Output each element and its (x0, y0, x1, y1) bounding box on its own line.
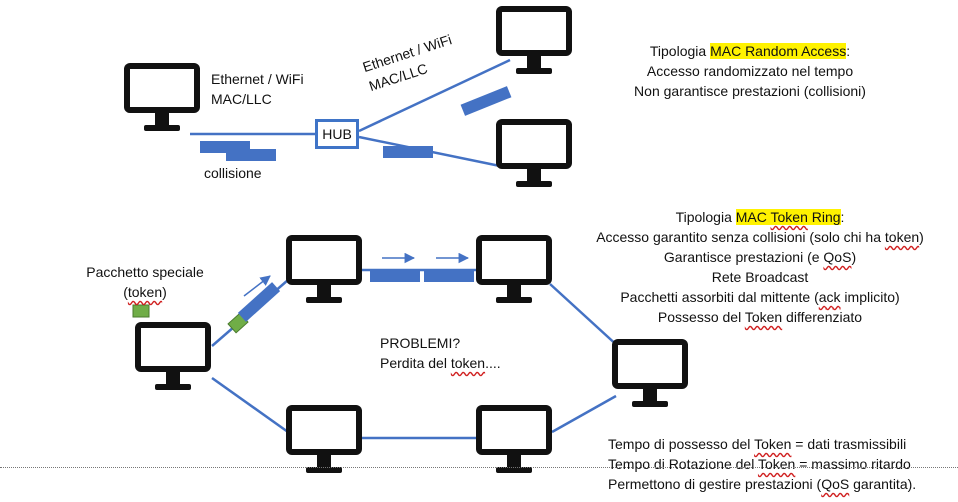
problems-line: Perdita del token.... (380, 355, 501, 371)
left-label-ethernet: Ethernet / WiFi (211, 71, 304, 87)
token-note-2: Tempo di Rotazione del Token = massimo r… (608, 456, 911, 472)
token-note-1: Tempo di possesso del Token = dati trasm… (608, 436, 907, 452)
token-ring-line-2: Garantisce prestazioni (e QoS) (663, 249, 857, 265)
token-ring-title: Tipologia MAC Token Ring: (675, 209, 845, 225)
token-ring-line-1: Accesso garantito senza collisioni (solo… (596, 229, 924, 245)
dotted-divider (0, 467, 958, 468)
packet-top-right (460, 86, 512, 116)
special-packet-label: Pacchetto speciale (token) (70, 262, 220, 302)
computer-monitor-icon (124, 63, 200, 131)
random-access-line-1: Accesso randomizzato nel tempo (646, 63, 854, 79)
collision-packet-2 (226, 149, 276, 161)
computer-monitor-icon (286, 235, 362, 303)
ring-link-top-right (549, 283, 621, 349)
token-ring-line-3: Rete Broadcast (711, 269, 809, 285)
ring-link-right-bottom (551, 394, 617, 434)
computer-monitor-icon (612, 339, 688, 407)
token-ring-block: Tipologia MAC Token Ring: Accesso garant… (570, 207, 950, 327)
computer-monitor-icon (496, 6, 572, 74)
problems-title: PROBLEMI? (380, 335, 461, 351)
token-ring-line-4: Pacchetti assorbiti dal mittente (ack im… (620, 289, 900, 305)
packet-top-1 (370, 269, 420, 282)
left-label-mac: MAC/LLC (211, 91, 272, 107)
problems-block: PROBLEMI? Perdita del token.... (380, 333, 501, 373)
packet-top-2 (424, 269, 474, 282)
computer-monitor-icon (496, 119, 572, 187)
packet-bottom-right (383, 146, 433, 158)
computer-monitor-icon (476, 235, 552, 303)
random-access-block: Tipologia MAC Random Access: Accesso ran… (600, 41, 900, 101)
link-hub-top-right (358, 58, 511, 133)
computer-monitor-icon (135, 322, 211, 390)
token-notes-block: Tempo di possesso del Token = dati trasm… (608, 434, 916, 494)
special-packet-line-2: (token) (123, 284, 167, 300)
special-packet-line-1: Pacchetto speciale (86, 264, 204, 280)
hub-box: HUB (315, 119, 359, 149)
arrow-diag (243, 275, 271, 297)
computer-monitor-icon (286, 405, 362, 473)
random-access-line-2: Non garantisce prestazioni (collisioni) (634, 83, 866, 99)
token-packet (132, 304, 150, 318)
collision-label: collisione (204, 165, 262, 181)
random-access-title: Tipologia MAC Random Access: (649, 43, 851, 59)
packet-moving-diag (237, 282, 281, 322)
token-ring-line-5: Possesso del Token differenziato (657, 309, 863, 325)
token-note-3: Permettono di gestire prestazioni (QoS g… (608, 476, 917, 492)
ring-link-bottom-left (211, 376, 289, 434)
computer-monitor-icon (476, 405, 552, 473)
